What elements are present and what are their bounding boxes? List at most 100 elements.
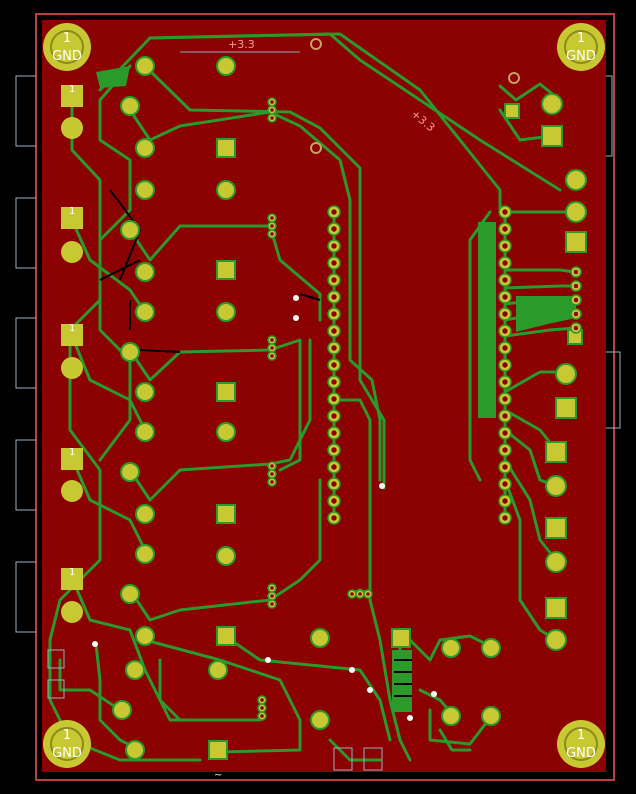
terminal-block-4 [61,448,83,502]
regulator-pin-hole [358,592,362,596]
transistor-pin-hole [270,586,274,590]
round-pad [61,117,83,139]
transistor-pin-hole [270,216,274,220]
mounting-hole-number: 1 [577,31,585,46]
header-pin-hole [331,226,337,232]
transistor-pin-hole [270,116,274,120]
footer-mark: ~ [214,770,222,781]
transistor-pin-hole [270,232,274,236]
header-right-small-pins [570,266,582,334]
bottom-smd-outlines [47,649,383,771]
header-pin-hole [502,515,508,521]
square-pad [61,207,83,229]
transistor-pin-hole [260,706,264,710]
terminal-pin-labels: 1 1 1 1 1 [69,84,75,578]
round-pad [61,357,83,379]
header-pin-hole [331,430,337,436]
square-pad [61,448,83,470]
header-pin-hole [502,498,508,504]
transistor-pin-hole [260,714,264,718]
header-pin-hole [331,277,337,283]
small-vias [92,295,437,721]
square-pad [61,568,83,590]
terminal-block-1 [61,85,83,139]
header-pin-hole [502,311,508,317]
header-left-pins [327,205,341,525]
pin-number: 1 [69,447,75,458]
header-pin-hole [573,297,579,303]
header-pin-hole [331,481,337,487]
terminal-block-5 [61,568,83,623]
header-pin-hole [502,447,508,453]
header-pin-hole [502,260,508,266]
header-pin-hole [502,345,508,351]
round-pad [61,241,83,263]
mounting-hole-net: GND [566,49,596,64]
header-pin-hole [331,345,337,351]
round-pad [61,480,83,502]
transistor-pin-hole [270,594,274,598]
header-pin-hole [502,209,508,215]
header-pin-hole [331,396,337,402]
transistor-pin-hole [270,480,274,484]
header-pin-hole [331,515,337,521]
header-pin-hole [331,294,337,300]
transistor-pin-hole [270,338,274,342]
mounting-hole-net: GND [566,746,596,761]
mounting-hole-bottom-right: 1 GND [557,720,605,768]
header-pin-hole [502,413,508,419]
edge-connector-outlines [15,75,621,633]
mounting-hole-number: 1 [63,728,71,743]
header-pin-hole [502,481,508,487]
header-pin-hole [331,311,337,317]
transistor-pin-hole [270,464,274,468]
transistor-pin-hole [270,108,274,112]
square-pads [208,103,587,760]
regulator-pin-hole [350,592,354,596]
header-pin-hole [573,283,579,289]
header-pin-hole [502,294,508,300]
header-pin-hole [573,311,579,317]
transistor-pin-hole [270,602,274,606]
mounting-hole-number: 1 [577,728,585,743]
transistor-pin-hole [270,472,274,476]
header-pin-hole [331,413,337,419]
header-pin-hole [502,328,508,334]
header-pin-hole [331,209,337,215]
mounting-hole-top-right: 1 GND [557,23,605,71]
header-pin-hole [331,447,337,453]
pin-number: 1 [69,323,75,334]
square-pad [61,85,83,107]
header-pin-hole [502,430,508,436]
vias [310,38,520,154]
pin-number: 1 [69,84,75,95]
mounting-hole-bottom-left: 1 GND [43,720,91,768]
header-pin-hole [331,379,337,385]
header-pin-hole [331,362,337,368]
transistor-pin-hole [270,354,274,358]
header-pin-hole [502,379,508,385]
header-pin-hole [331,328,337,334]
pin-number: 1 [69,206,75,217]
transistor-pin-hole [270,100,274,104]
transistor-pin-hole [270,224,274,228]
header-pin-hole [331,464,337,470]
header-pin-hole [331,260,337,266]
mounting-hole-net: GND [52,746,82,761]
round-pads [112,56,587,760]
header-pin-hole [502,396,508,402]
header-pin-hole [573,325,579,331]
header-pin-hole [502,277,508,283]
transistor-pin-hole [260,698,264,702]
header-pin-hole [502,464,508,470]
mounting-hole-net: GND [52,49,82,64]
header-pin-hole [502,226,508,232]
terminal-block-3 [61,324,83,379]
regulator-pin-hole [366,592,370,596]
header-pin-hole [502,362,508,368]
header-pin-hole [331,243,337,249]
pin-number: 1 [69,567,75,578]
transistor-pin-hole [270,346,274,350]
terminal-block-2 [61,207,83,263]
